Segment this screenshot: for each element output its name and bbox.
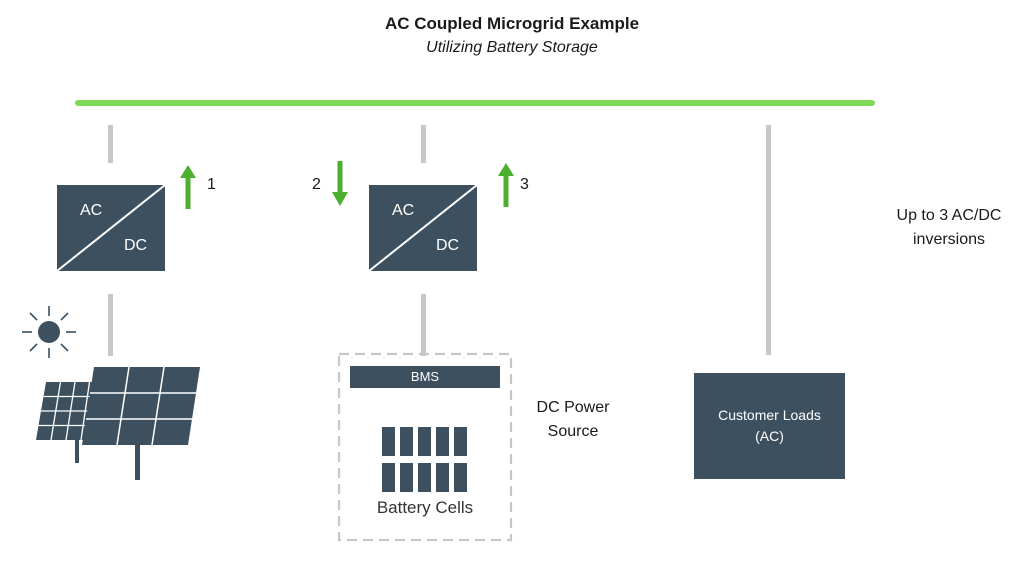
- solar-panel-icon: [36, 366, 200, 480]
- customer-loads-box: Customer Loads (AC): [694, 373, 845, 479]
- inversion-note: Up to 3 AC/DC inversions: [876, 204, 1022, 252]
- inversion-note-line1: Up to 3 AC/DC: [896, 207, 1002, 224]
- diagram-subtitle: Utilizing Battery Storage: [426, 39, 598, 56]
- flow-number-1: 1: [207, 176, 216, 193]
- inverter-ac-label: AC: [392, 202, 415, 219]
- dc-power-source-line1: DC Power: [536, 399, 610, 416]
- solar-bus-connector: [108, 125, 113, 163]
- customer-loads-label: Customer Loads (AC): [694, 405, 845, 447]
- ac-bus-line: [72, 97, 878, 109]
- bms-bar: BMS: [350, 366, 500, 388]
- loads-bus-connector: [766, 125, 771, 355]
- inverter-dc-label: DC: [124, 237, 148, 254]
- inversion-note-line2: inversions: [912, 231, 986, 248]
- diagram-title: AC Coupled Microgrid Example: [384, 14, 640, 33]
- sun-icon: [22, 306, 76, 358]
- inverter-dc-label: DC: [436, 237, 460, 254]
- battery-connector: [421, 294, 426, 356]
- battery-inverter: AC DC: [369, 185, 477, 271]
- battery-bus-connector: [421, 125, 426, 163]
- battery-cells-icon: [382, 427, 467, 492]
- arrow-up-icon: [498, 163, 514, 207]
- inverter-ac-label: AC: [80, 202, 103, 219]
- dc-power-source-label: DC Power Source: [518, 396, 628, 444]
- solar-panel-connector: [108, 294, 113, 356]
- dc-power-source-line2: Source: [547, 423, 599, 440]
- customer-loads-line2: (AC): [755, 428, 784, 444]
- arrow-down-icon: [332, 161, 348, 206]
- arrow-up-icon: [180, 165, 196, 209]
- battery-cells-label: Battery Cells: [376, 498, 474, 517]
- flow-number-3: 3: [520, 176, 529, 193]
- solar-inverter: AC DC: [57, 185, 165, 271]
- flow-number-2: 2: [312, 176, 321, 193]
- customer-loads-line1: Customer Loads: [718, 407, 821, 423]
- battery-storage-container: [337, 352, 513, 542]
